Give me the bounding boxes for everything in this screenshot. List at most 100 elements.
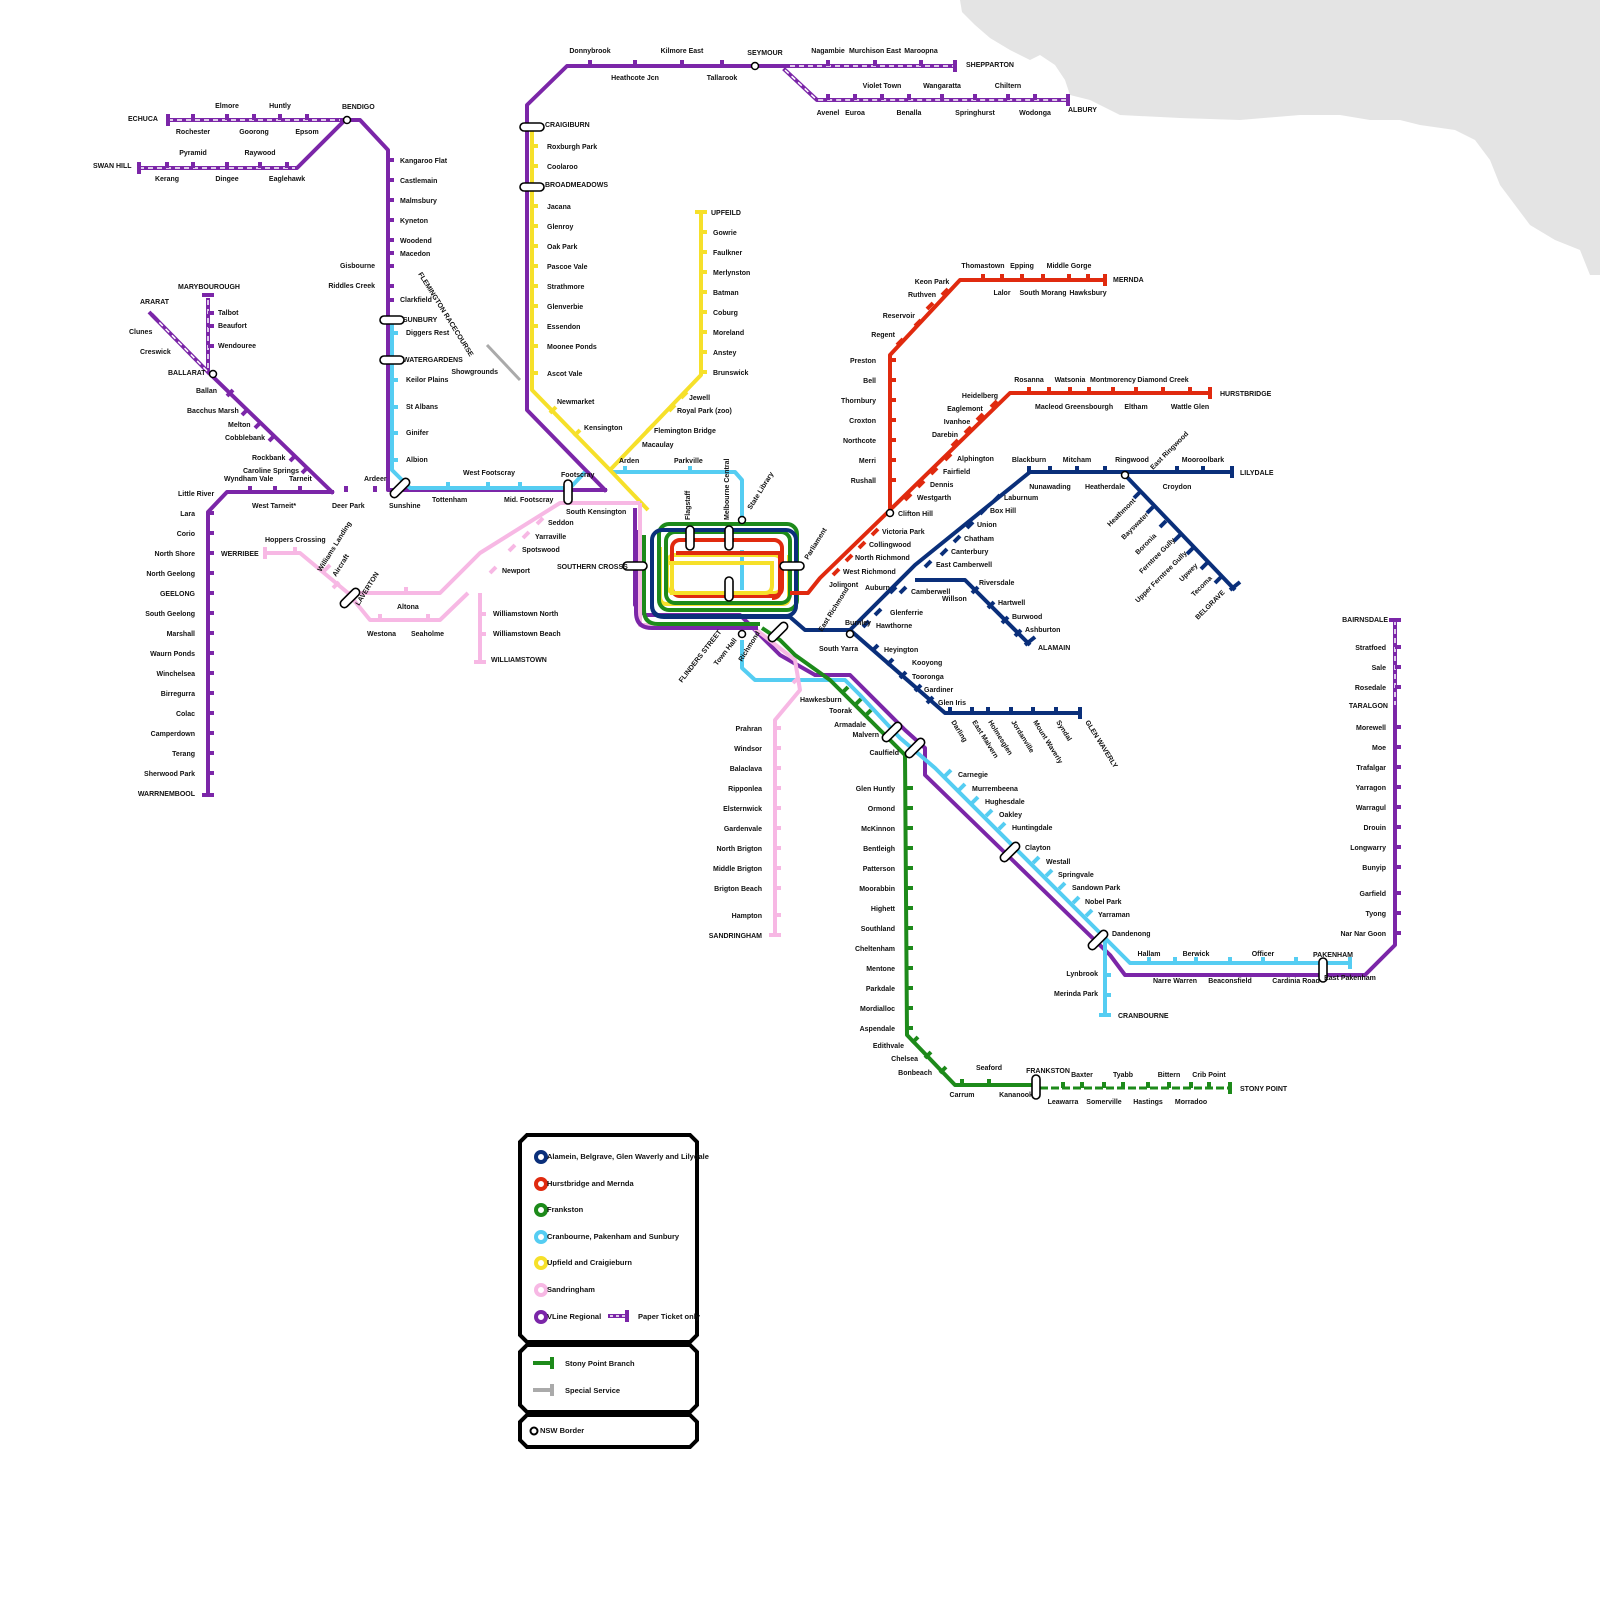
station-label-avenel: Avenel (817, 110, 840, 117)
station-label-gowrie: Gowrie (713, 230, 737, 237)
station-tick-heyington (870, 643, 880, 653)
station-label-sherwood-park: Sherwood Park (144, 771, 195, 778)
station-label-yarragon: Yarragon (1356, 785, 1386, 792)
station-label-garfield: Garfield (1360, 891, 1386, 898)
station-label-brunswick: Brunswick (713, 370, 749, 377)
station-label-oak-park: Oak Park (547, 244, 577, 251)
station-label-baxter: Baxter (1071, 1072, 1093, 1079)
station-label-winchelsea: Winchelsea (157, 671, 196, 678)
station-label-preston: Preston (850, 358, 876, 365)
station-label-essendon: Essendon (547, 324, 580, 331)
station-label-spotswood: Spotswood (522, 547, 560, 554)
station-label-showgrounds: Showgrounds (451, 369, 498, 376)
station-label-state-library: State Library (747, 471, 776, 511)
station-label-wattle-glen: Wattle Glen (1171, 404, 1209, 411)
station-label-oakley: Oakley (999, 812, 1022, 819)
flemington-special-line (485, 343, 522, 382)
station-label-middle-brigton: Middle Brigton (713, 866, 762, 873)
station-label-greensbourgh: Greensbourgh (1065, 404, 1113, 411)
station-label-kooyong: Kooyong (912, 660, 942, 667)
station-dot-bendigo (342, 115, 352, 125)
station-tick-kooyong (885, 657, 895, 667)
legend-label-yellow: Upfield and Craigieburn (547, 1258, 632, 1267)
station-label-jordanville: Jordanville (1009, 719, 1035, 754)
station-label-kerang: Kerang (155, 176, 179, 183)
station-tick-upper-ferntree-gully (1185, 546, 1195, 556)
station-label-west-richmond: West Richmond (843, 569, 896, 576)
station-tick-malvern (863, 708, 873, 718)
city-loop (650, 522, 799, 618)
station-tick-williams-landing (322, 563, 332, 573)
station-label-westgarth: Westgarth (917, 495, 951, 502)
station-label-marshall: Marshall (167, 631, 195, 638)
legend-swatch-purple (534, 1310, 548, 1324)
station-label-kangaroo-flat: Kangaroo Flat (400, 158, 448, 165)
legend-label-border: NSW Border (540, 1426, 584, 1435)
station-label-tooronga: Tooronga (912, 674, 944, 681)
station-tick-seddon (535, 516, 545, 526)
station-label-macedon: Macedon (400, 251, 430, 258)
station-label-brigton-beach: Brigton Beach (714, 886, 762, 893)
station-label-morewell: Morewell (1356, 725, 1386, 732)
station-label-royal-park-zoo: Royal Park (zoo) (677, 408, 732, 415)
station-tick-heidelberg (989, 399, 999, 409)
station-label-werribee: WERRIBEE (221, 551, 259, 558)
station-tick-nobel-park (1071, 895, 1081, 905)
station-tick-reservoir (913, 318, 923, 328)
station-label-heathcote-jcn: Heathcote Jcn (611, 75, 659, 82)
station-label-birregurra: Birregurra (161, 691, 195, 698)
station-label-burwood: Burwood (1012, 614, 1042, 621)
yellow-lines (530, 130, 703, 512)
station-label-melbourne-central: Melbourne Central (724, 458, 731, 520)
station-tick-laburnum (992, 493, 1002, 503)
station-label-south-yarra: South Yarra (819, 646, 858, 653)
station-tick-bacchus-marsh (240, 407, 250, 417)
terminus-ararat (147, 310, 159, 322)
station-label-south-geelong: South Geelong (145, 611, 195, 618)
station-label-batman: Batman (713, 290, 739, 297)
station-tick-collingwood (857, 540, 867, 550)
station-label-taralgon: TARALGON (1349, 703, 1388, 710)
station-tick-ruthven (925, 301, 935, 311)
station-label-blackburn: Blackburn (1012, 457, 1046, 464)
station-label-berwick: Berwick (1183, 951, 1210, 958)
station-label-box-hill: Box Hill (990, 508, 1016, 515)
station-label-lynbrook: Lynbrook (1066, 971, 1098, 978)
station-dot-seymour (750, 61, 760, 71)
station-label-drouin: Drouin (1363, 825, 1386, 832)
station-label-willson: Willson (942, 596, 967, 603)
station-label-northcote: Northcote (843, 438, 876, 445)
coastline-landmass (960, 0, 1600, 275)
city-loop-inner (634, 530, 790, 630)
station-label-arden: Arden (619, 458, 639, 465)
station-label-mentone: Mentone (866, 966, 895, 973)
station-label-glenroy: Glenroy (547, 224, 574, 231)
station-label-sunshine: Sunshine (389, 503, 421, 510)
interchange-sunshine (389, 477, 411, 499)
station-label-moreland: Moreland (713, 330, 744, 337)
station-tick-carnegie (943, 768, 953, 778)
station-label-camberwell: Camberwell (911, 589, 950, 596)
station-label-ardeer: Ardeer (364, 476, 387, 483)
legend-border-swatch (529, 1426, 539, 1436)
station-label-riddles-creek: Riddles Creek (328, 283, 375, 290)
station-label-glenferrie: Glenferrie (890, 610, 923, 617)
station-label-upwey: Upwey (1178, 562, 1199, 583)
station-label-riversdale: Riversdale (979, 580, 1015, 587)
station-label-shepparton: SHEPPARTON (966, 62, 1014, 69)
station-tick-jewell (679, 390, 689, 400)
station-label-rosedale: Rosedale (1355, 685, 1386, 692)
station-label-tottenham: Tottenham (432, 497, 467, 504)
station-label-tarneit: Tarneit (289, 476, 312, 483)
station-label-fairfield: Fairfield (943, 469, 970, 476)
station-label-warragul: Warragul (1356, 805, 1386, 812)
legend-label-cyan: Cranbourne, Pakenham and Sunbury (547, 1232, 680, 1241)
station-label-ormond: Ormond (868, 806, 895, 813)
station-label-glen-waverly: GLEN WAVERLY (1083, 719, 1118, 769)
station-label-westona: Westona (367, 631, 396, 638)
station-label-anstey: Anstey (713, 350, 736, 357)
station-label-croydon: Croydon (1163, 484, 1192, 491)
station-label-elmore: Elmore (215, 103, 239, 110)
station-label-ringwood: Ringwood (1115, 457, 1149, 464)
